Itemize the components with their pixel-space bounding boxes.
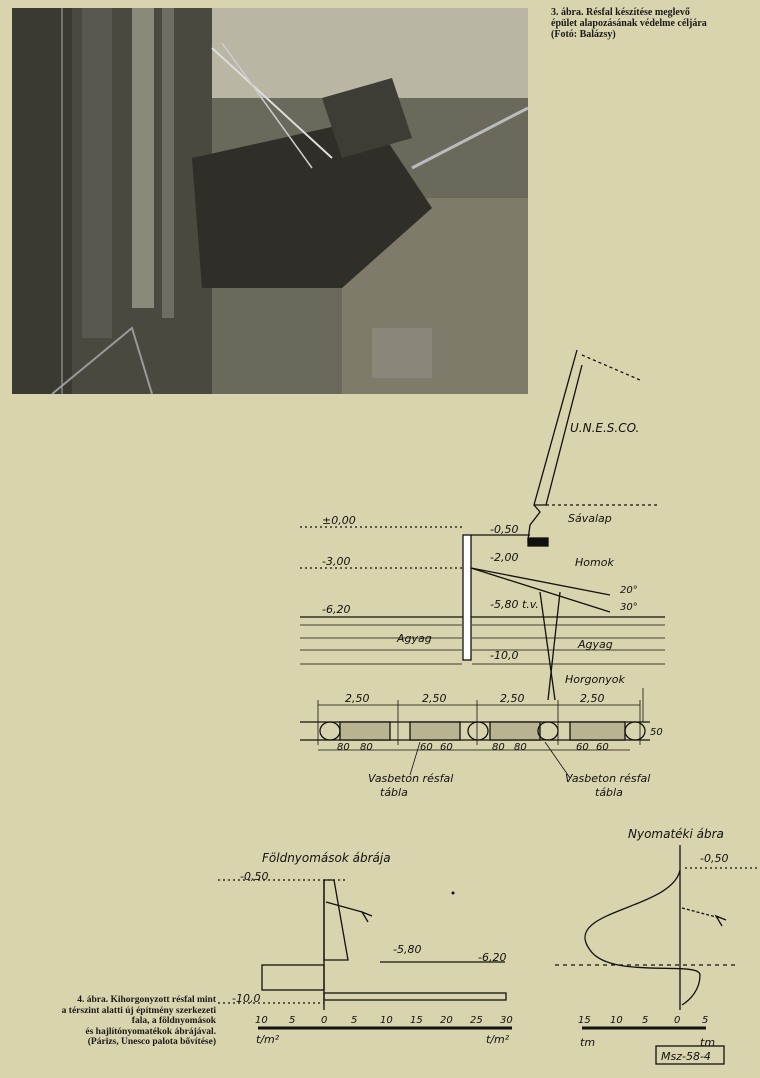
ep-scale-label: 10	[255, 1015, 268, 1026]
figure3-caption-line: (Fotó: Balázsy)	[551, 29, 616, 40]
level-1000: -10,0	[490, 649, 518, 662]
label-horgonyok: Horgonyok	[565, 673, 625, 686]
moment-scale-label: 15	[578, 1015, 591, 1026]
ep-level-1000: -10,0	[232, 992, 260, 1005]
angle-20: 20°	[620, 585, 638, 596]
ep-scale-label: 5	[351, 1015, 357, 1026]
label-homok: Homok	[575, 556, 614, 569]
moment-scale-label: 5	[642, 1015, 648, 1026]
ep-scale-label: 20	[440, 1015, 453, 1026]
level-620: -6,20	[322, 603, 350, 616]
plan-dim: 80	[514, 742, 527, 753]
label-agyag-left: Agyag	[396, 632, 432, 645]
level-200: -2,00	[490, 551, 518, 564]
ep-scale-label: 0	[321, 1015, 327, 1026]
plan-dim: 60	[576, 742, 589, 753]
level-300: -3,00	[322, 555, 350, 568]
plan-label-left: Vasbeton résfal	[368, 772, 453, 785]
ep-scale-label: 5	[289, 1015, 295, 1026]
earth-pressure-title: Földnyomások ábrája	[262, 851, 391, 865]
figure4-caption-line: fala, a földnyomások	[131, 1016, 216, 1026]
ep-scale-label: 10	[380, 1015, 393, 1026]
figure4-caption-line: és hajlítónyomatékok ábrájával.	[85, 1026, 216, 1037]
ep-unit-right: t/m²	[486, 1033, 510, 1046]
span-dim: 2,50	[345, 692, 370, 705]
level-050: -0,50	[490, 523, 518, 536]
span-dim: 2,50	[580, 692, 605, 705]
figure4-caption: 4. ábra. Kihorgonyzott résfal mint a tér…	[8, 995, 216, 1048]
label-agyag-right: Agyag	[577, 638, 613, 651]
figure4-caption-line: a térszint alatti új építmény szerkezeti	[61, 1005, 216, 1016]
ep-unit-left: t/m²	[256, 1033, 280, 1046]
moment-scale-label: 5	[702, 1015, 708, 1026]
plan-dim: 80	[337, 742, 350, 753]
moment-title: Nyomatéki ábra	[628, 827, 724, 841]
construction-photo	[12, 8, 528, 394]
ep-level-050: -0,50	[240, 870, 268, 883]
moment-level-050: -0,50	[700, 852, 728, 865]
plan-dim: 60	[596, 742, 609, 753]
span-dim: 2,50	[500, 692, 525, 705]
figure4-caption-line: 4. ábra. Kihorgonyzott résfal mint	[77, 995, 216, 1005]
moment-unit-right: tm	[700, 1036, 715, 1049]
span-dim: 2,50	[422, 692, 447, 705]
moment-scale-label: 0	[674, 1015, 680, 1026]
ep-scale-label: 30	[500, 1015, 513, 1026]
ep-scale-label: 25	[470, 1015, 483, 1026]
drawing-stamp: Msz-58-4	[661, 1050, 711, 1063]
dot-mark	[451, 891, 455, 895]
plan-dim: 80	[492, 742, 505, 753]
figure3-caption: 3. ábra. Résfal készítése meglevő épület…	[551, 7, 756, 40]
ep-level-580: -5,80	[393, 943, 421, 956]
ep-scale-label: 15	[410, 1015, 423, 1026]
label-building: U.N.E.S.CO.	[570, 421, 639, 435]
label-savalap: Sávalap	[568, 512, 612, 525]
figure3-caption-line: 3. ábra. Résfal készítése meglevő	[551, 7, 690, 18]
figure3-caption-line: épület alapozásának védelme céljára	[551, 18, 707, 29]
plan-label-left: tábla	[380, 786, 408, 799]
plan-label-right: Vasbeton résfal	[565, 772, 650, 785]
plan-label-right: tábla	[595, 786, 623, 799]
moment-unit-left: tm	[580, 1036, 595, 1049]
plan-dim: 80	[360, 742, 373, 753]
moment-scale-label: 10	[610, 1015, 623, 1026]
ep-level-620: -6,20	[478, 951, 506, 964]
plan-dim: 60	[420, 742, 433, 753]
level-580: -5,80 t.v.	[490, 598, 539, 611]
level-000: ±0,00	[322, 514, 356, 527]
figure4-caption-line: (Párizs, Unesco palota bővítése)	[87, 1037, 216, 1047]
plan-dim: 60	[440, 742, 453, 753]
angle-30: 30°	[620, 602, 638, 613]
plan-thickness: 50	[650, 727, 663, 738]
